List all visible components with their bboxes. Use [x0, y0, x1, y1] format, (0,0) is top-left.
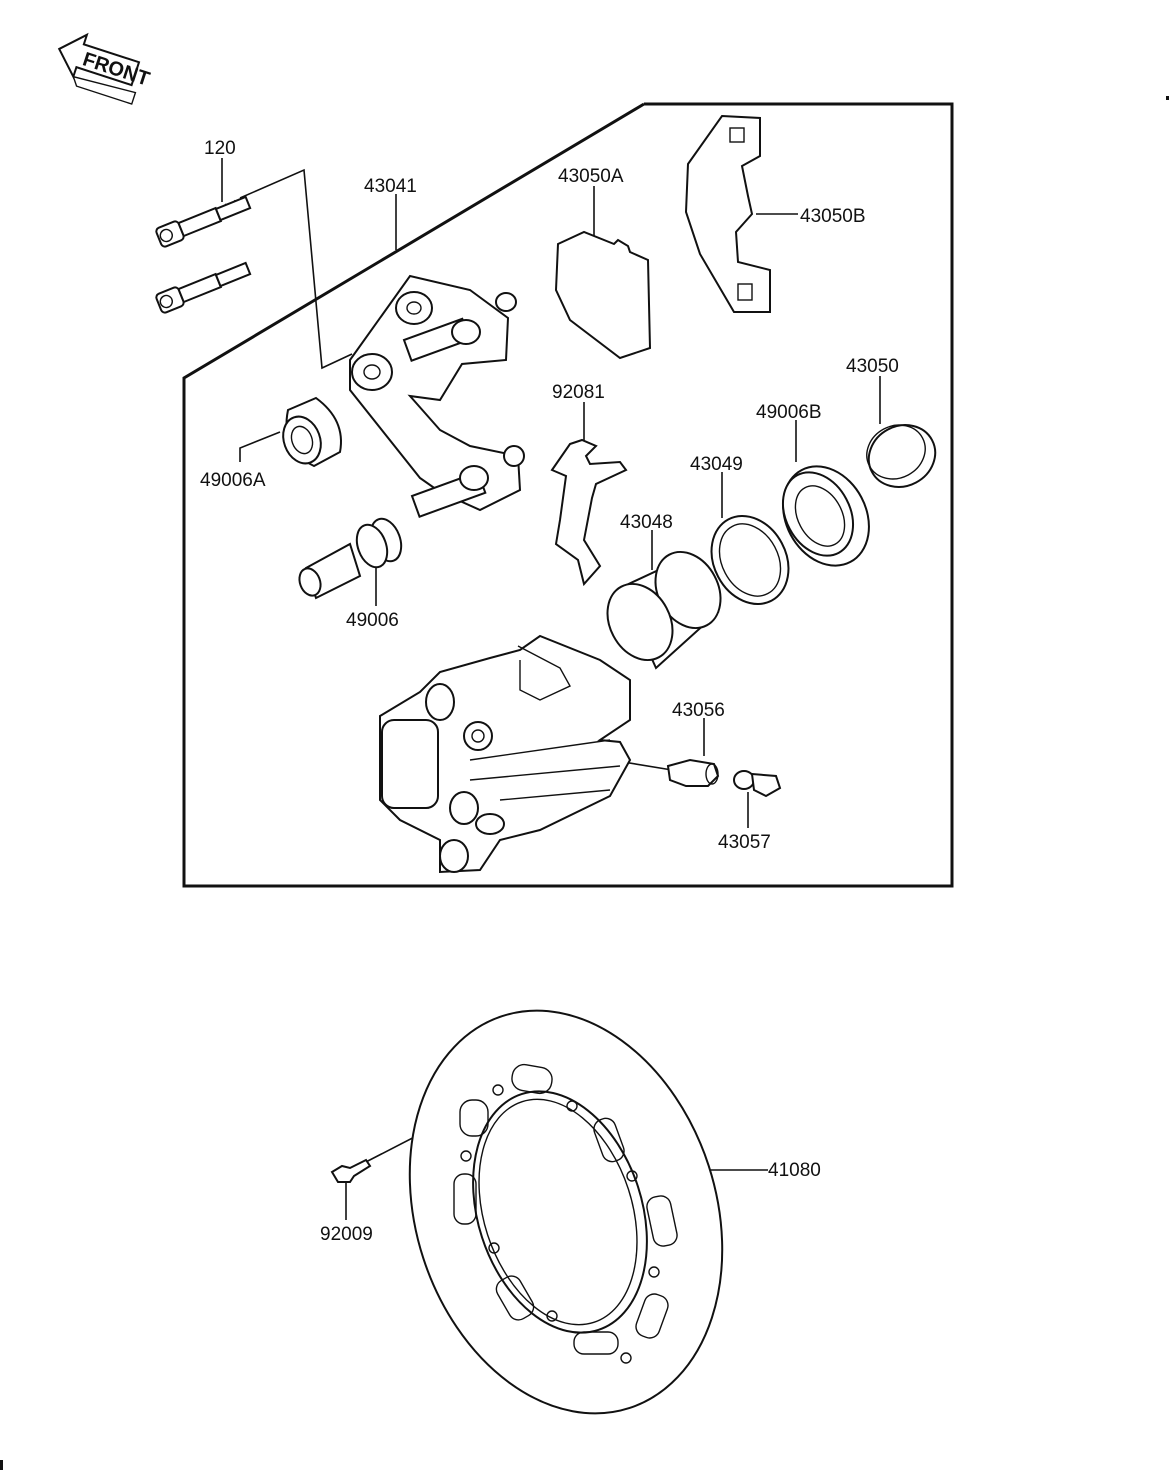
pin-49006: [298, 517, 403, 600]
caliper-bracket: [349, 274, 525, 518]
seal-49006b: [781, 465, 870, 567]
screw-92009: [330, 1158, 372, 1183]
scan-mark: [1166, 96, 1169, 100]
part-label-43049: 43049: [690, 454, 743, 475]
brake-pad-43050a: [554, 230, 652, 360]
part-label-49006b: 49006B: [756, 402, 822, 423]
caliper-assembly-frame: [182, 102, 954, 888]
cap-43050: [866, 424, 937, 488]
part-label-43057: 43057: [718, 832, 771, 853]
pad-spring-92081: [550, 438, 628, 587]
part-labels: 120 43041 43050A 43050B 92081 43050 4900…: [200, 138, 899, 1245]
part-label-43050a: 43050A: [558, 166, 624, 187]
part-label-43050: 43050: [846, 356, 899, 377]
part-label-43041: 43041: [364, 176, 417, 197]
part-label-120: 120: [204, 138, 236, 159]
bleeder-valve-43056: [666, 758, 720, 787]
bleeder-cap-43057: [733, 770, 782, 798]
caliper-bolts: [155, 195, 252, 314]
part-label-92081: 92081: [552, 382, 605, 403]
part-label-49006a: 49006A: [200, 470, 266, 491]
front-arrow-icon: FRONT: [57, 32, 152, 105]
part-label-92009: 92009: [320, 1224, 373, 1245]
piston-43048: [606, 550, 722, 670]
part-label-49006: 49006: [346, 610, 399, 631]
part-label-43050b: 43050B: [800, 206, 866, 227]
caliper-body: [379, 634, 632, 874]
scan-mark: [0, 1460, 3, 1470]
part-label-43056: 43056: [672, 700, 725, 721]
part-label-41080: 41080: [768, 1160, 821, 1181]
brake-disc-41080: [408, 1009, 724, 1415]
brake-pad-43050b: [684, 114, 771, 313]
boot-49006a: [282, 396, 342, 468]
seal-43049: [710, 515, 790, 605]
part-label-43048: 43048: [620, 512, 673, 533]
